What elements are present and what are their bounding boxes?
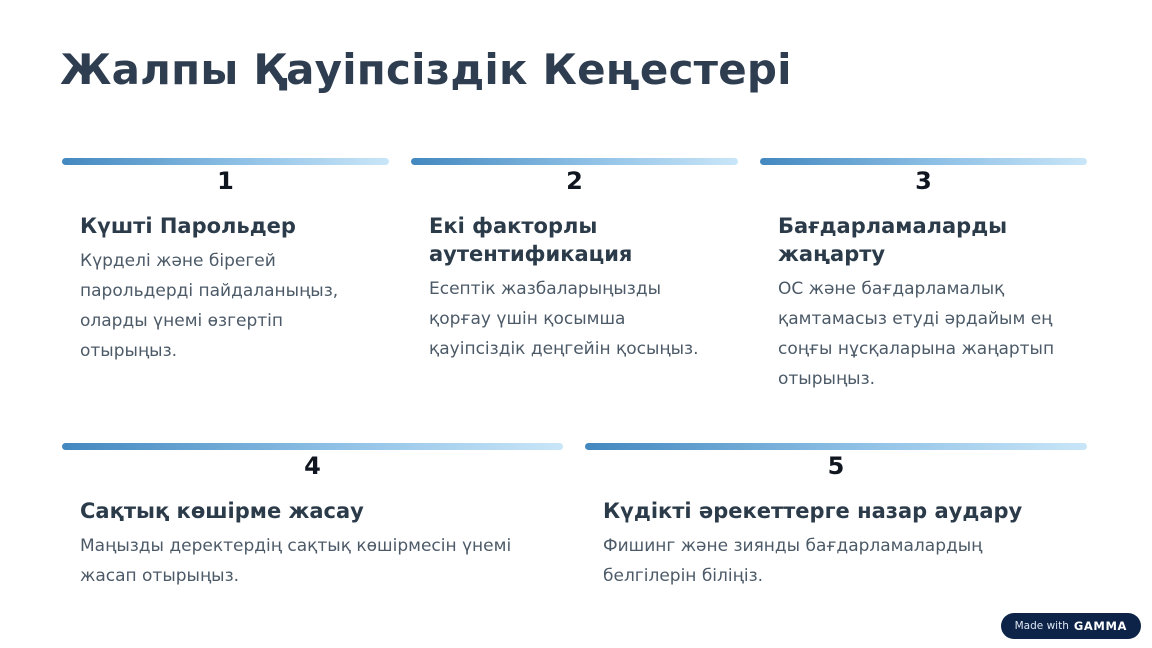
tip-divider-bar [62,158,389,165]
tips-row-bottom: 4 Сақтық көшірме жасау Маңызды деректерд… [62,443,1087,591]
tip-body: Маңызды деректердің сақтық көшірмесін үн… [80,535,512,586]
tip-heading: Күшті Парольдер [80,213,296,238]
tip-card-3: 3 Бағдарламаларды жаңарту ОС және бағдар… [760,158,1087,394]
tip-divider-bar [411,158,738,165]
tip-heading: Екі факторлы аутентификация [429,213,633,266]
made-with-gamma-badge[interactable]: Made with GAMMA [1000,613,1141,639]
tip-card-5: 5 Күдікті әрекеттерге назар аудару Фишин… [585,443,1087,591]
tip-body: Есептік жазбаларыңызды қорғау үшін қосым… [429,278,699,359]
tip-number: 1 [217,167,234,195]
page-title: Жалпы Қауіпсіздік Кеңестері [60,45,792,94]
tip-heading: Күдікті әрекеттерге назар аудару [603,498,1023,523]
tip-number: 4 [304,452,321,480]
badge-prefix-label: Made with [1014,620,1069,632]
tip-heading: Сақтық көшірме жасау [80,498,364,523]
tip-divider-bar [760,158,1087,165]
tip-body: Фишинг және зиянды бағдарламалардың белг… [603,535,983,586]
tip-heading: Бағдарламаларды жаңарту [778,213,1008,266]
tip-number: 5 [827,452,845,480]
tip-number: 3 [915,167,932,195]
gamma-logo: GAMMA [1073,619,1127,633]
tips-row-top: 1 Күшті Парольдер Күрделі және бірегей п… [62,158,1087,394]
tip-body: Күрделі және бірегей парольдерді пайдала… [80,250,339,361]
tip-number: 2 [566,167,583,195]
tip-card-2: 2 Екі факторлы аутентификация Есептік жа… [411,158,738,394]
tip-body: ОС және бағдарламалық қамтамасыз етуді ә… [778,278,1055,389]
tip-divider-bar [62,443,563,450]
tip-divider-bar [585,443,1087,450]
tip-card-4: 4 Сақтық көшірме жасау Маңызды деректерд… [62,443,563,591]
tip-card-1: 1 Күшті Парольдер Күрделі және бірегей п… [62,158,389,394]
